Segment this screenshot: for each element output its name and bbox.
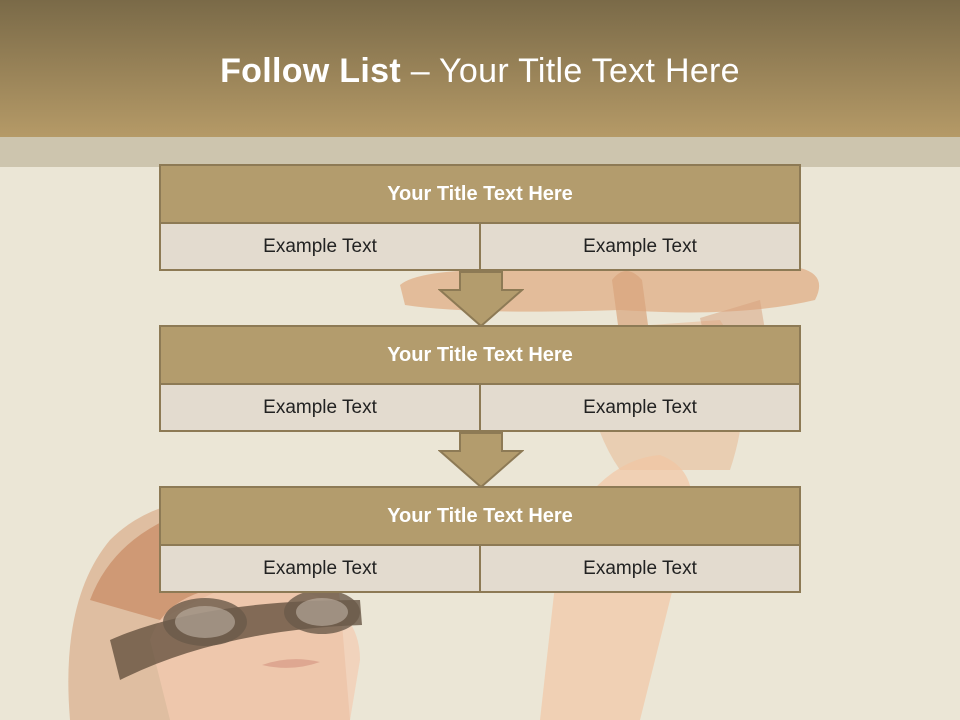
header-strip <box>0 137 960 167</box>
block-cell-right[interactable]: Example Text <box>481 546 799 591</box>
block-cell-left[interactable]: Example Text <box>161 546 479 591</box>
block-title[interactable]: Your Title Text Here <box>161 327 799 383</box>
block-title[interactable]: Your Title Text Here <box>161 166 799 222</box>
list-block-2: Your Title Text Here Example Text Exampl… <box>159 325 801 432</box>
slide-title-rest: – Your Title Text Here <box>400 52 740 90</box>
slide-title-strong: Follow List <box>220 52 401 90</box>
block-title[interactable]: Your Title Text Here <box>161 488 799 544</box>
block-cell-right[interactable]: Example Text <box>481 224 799 269</box>
list-block-1: Your Title Text Here Example Text Exampl… <box>159 164 801 271</box>
toy-airplane-propeller <box>612 271 648 330</box>
block-cell-right[interactable]: Example Text <box>481 385 799 430</box>
down-arrow-icon <box>438 432 524 489</box>
slide-title: Follow List – Your Title Text Here <box>0 52 960 91</box>
block-cell-left[interactable]: Example Text <box>161 385 479 430</box>
block-cell-left[interactable]: Example Text <box>161 224 479 269</box>
down-arrow-icon <box>438 271 524 328</box>
header-band <box>0 0 960 137</box>
list-block-3: Your Title Text Here Example Text Exampl… <box>159 486 801 593</box>
